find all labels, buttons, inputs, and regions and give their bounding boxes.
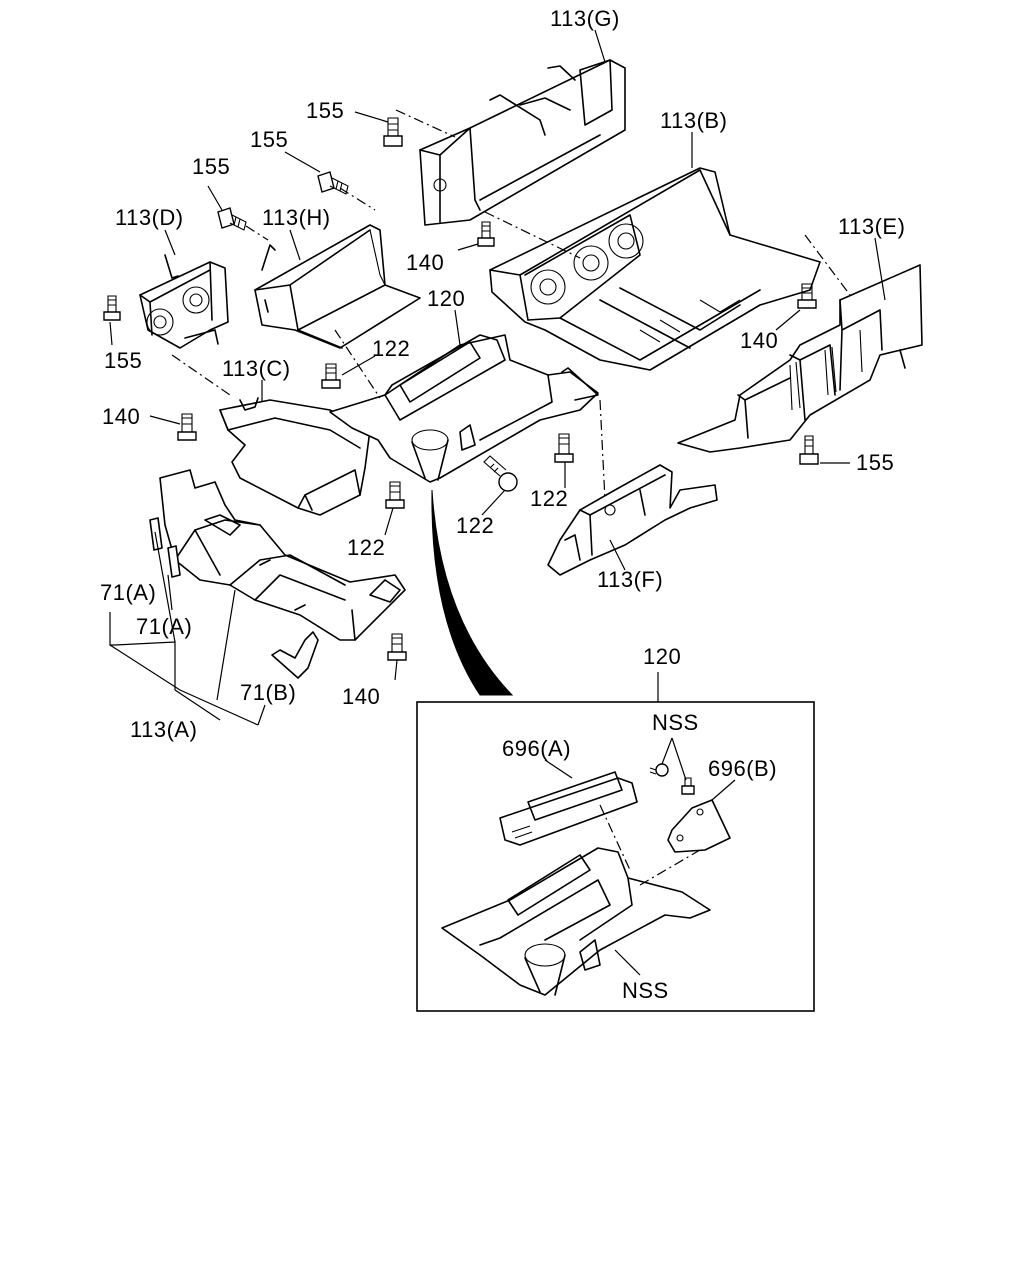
part-113c [219, 397, 371, 516]
part-113d [139, 254, 229, 349]
label-113f: 113(F) [597, 567, 663, 592]
bolt-155-a [383, 117, 403, 147]
label-nss-bottom: NSS [622, 978, 669, 1003]
bolt-122-c [483, 455, 518, 492]
label-120-main: 120 [427, 286, 465, 311]
bolt-140-d [387, 633, 407, 661]
bolt-140-a [477, 221, 495, 247]
part-113b [489, 167, 821, 371]
label-71a-1: 71(A) [100, 580, 156, 605]
bolt-122-b [385, 481, 405, 509]
part-113e [677, 264, 923, 453]
detail-leaders [544, 737, 736, 976]
label-71a-2: 71(A) [136, 614, 192, 639]
bolt-122-a [321, 363, 341, 389]
label-696b: 696(B) [708, 756, 777, 781]
label-71b: 71(B) [240, 680, 296, 705]
detail-part-120-tray [441, 847, 711, 996]
label-122-c: 122 [456, 513, 494, 538]
label-122-b: 122 [530, 486, 568, 511]
label-113d: 113(D) [115, 205, 184, 230]
label-113e: 113(E) [838, 214, 905, 239]
detail-part-696a [499, 771, 638, 846]
detail-nss-bolts [649, 763, 695, 795]
part-113h [254, 224, 421, 349]
label-696a: 696(A) [502, 736, 571, 761]
label-120-detail: 120 [643, 644, 681, 669]
part-113f [547, 464, 718, 576]
label-140-a: 140 [406, 250, 444, 275]
dash-lines [171, 109, 851, 501]
label-140-c: 140 [102, 404, 140, 429]
bolt-140-b [797, 283, 817, 309]
leader-lines [109, 29, 886, 726]
labels: 113(G) 113(B) 113(E) 113(D) 113(H) 113(C… [100, 6, 905, 1003]
part-71a-strips [149, 517, 181, 578]
detail-box [416, 701, 815, 1012]
label-140-b: 140 [740, 328, 778, 353]
label-113c: 113(C) [222, 356, 291, 381]
bolt-155-d [103, 295, 121, 321]
label-122-d: 122 [347, 535, 385, 560]
bolt-122-d [554, 433, 574, 463]
label-113a: 113(A) [130, 717, 197, 742]
label-155-c: 155 [192, 154, 230, 179]
label-155-d: 155 [104, 348, 142, 373]
label-155-e: 155 [856, 450, 894, 475]
detail-part-696b [667, 799, 731, 853]
bolt-140-c [177, 413, 197, 441]
label-nss-top: NSS [652, 710, 699, 735]
label-113g: 113(G) [550, 6, 620, 31]
part-113a [159, 469, 406, 641]
part-71b [271, 631, 319, 679]
part-120-tray [329, 334, 599, 483]
bolt-155-c [217, 207, 247, 231]
label-155-b: 155 [250, 127, 288, 152]
label-140-d: 140 [342, 684, 380, 709]
bolt-155-b [317, 171, 349, 195]
label-113b: 113(B) [660, 108, 727, 133]
detail-arrow [431, 489, 514, 696]
part-113g [419, 59, 626, 226]
label-122-a: 122 [372, 336, 410, 361]
bolt-155-e [799, 435, 819, 465]
label-155-a: 155 [306, 98, 344, 123]
label-113h: 113(H) [262, 205, 331, 230]
